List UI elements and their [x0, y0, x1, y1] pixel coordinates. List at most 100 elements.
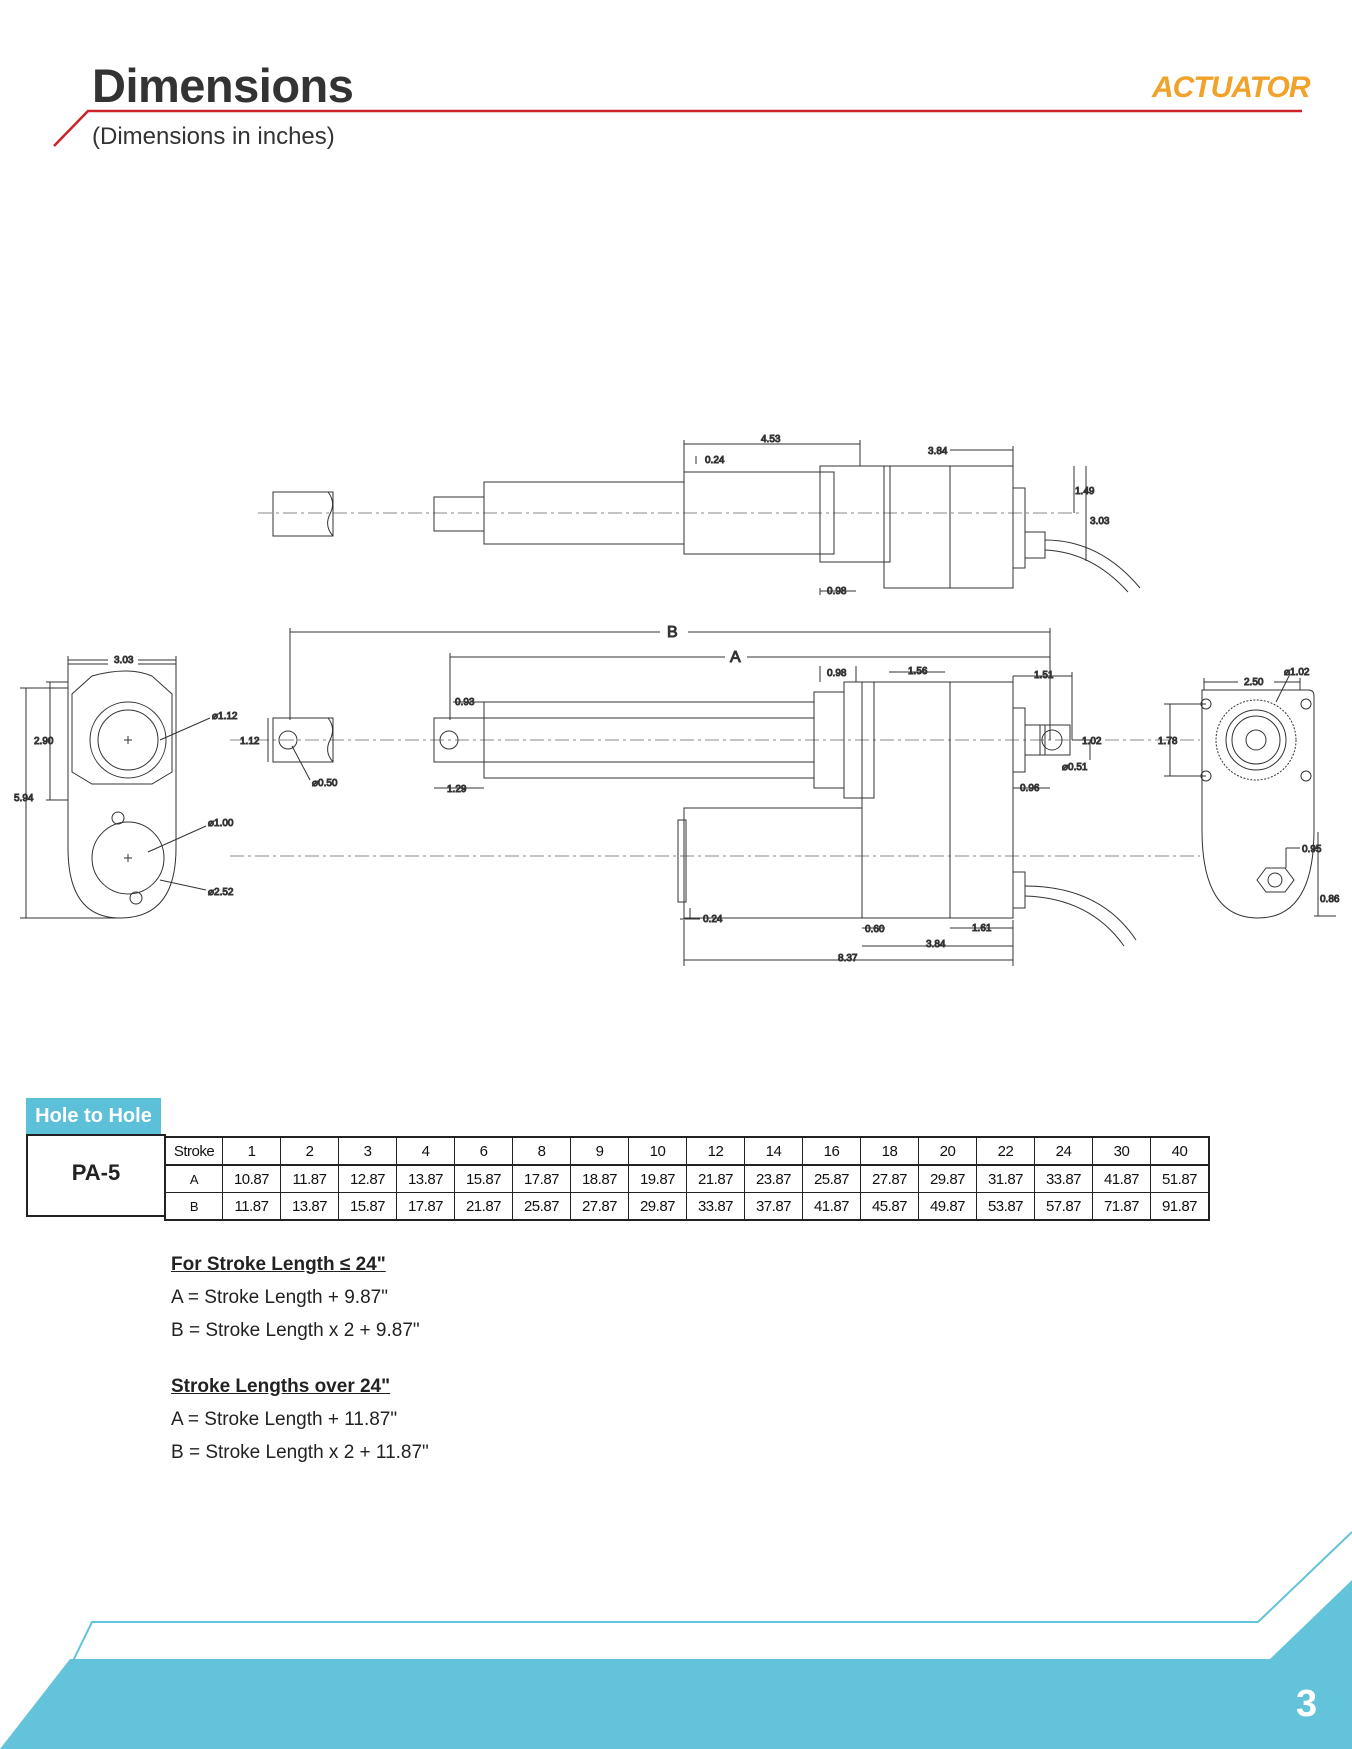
model-label: PA-5	[71, 1160, 121, 1185]
table-cell: 51.87	[1150, 1164, 1210, 1193]
dim-1-51: 1.51	[1034, 670, 1054, 681]
formula-long-title: Stroke Lengths over 24"	[171, 1376, 391, 1397]
table-cell: 40	[1150, 1136, 1210, 1166]
footer-band	[0, 1531, 1352, 1749]
dim-3-03-end: 3.03	[114, 655, 134, 666]
dim-102-dia: ⌀1.02	[1284, 667, 1310, 678]
dim-100-dia: ⌀1.00	[208, 818, 234, 829]
table-cell: 18	[860, 1136, 919, 1166]
formula-long-b: B = Stroke Length x 2 + 11.87"	[171, 1442, 429, 1463]
table-cell: 25.87	[802, 1164, 861, 1193]
dim-2-90: 2.90	[34, 736, 54, 747]
table-cell: 12.87	[338, 1164, 397, 1193]
table-cell: 3	[338, 1136, 397, 1166]
dim-0-50: ⌀0.50	[312, 778, 338, 789]
right-end-view: 2.50 ⌀1.02 1.78 0.95 0.86	[1158, 667, 1340, 919]
dim-1-02: 1.02	[1082, 736, 1102, 747]
table-cell: 41.87	[1092, 1164, 1151, 1193]
table-cell: 25.87	[512, 1192, 571, 1221]
table-cell: 57.87	[1034, 1192, 1093, 1221]
dim-3-03-side: 3.03	[1090, 516, 1110, 527]
page-subtitle: (Dimensions in inches)	[92, 123, 335, 150]
dim-b-label: B	[667, 624, 678, 641]
table-cell: 2	[280, 1136, 339, 1166]
formula-short-title: For Stroke Length ≤ 24"	[171, 1254, 386, 1275]
table-cell: 4	[396, 1136, 455, 1166]
dim-a-label: A	[730, 649, 741, 666]
dim-0-98-bottom: 0.98	[827, 586, 847, 597]
table-cell: 91.87	[1150, 1192, 1210, 1221]
formula-short-b: B = Stroke Length x 2 + 9.87"	[171, 1320, 420, 1341]
dim-0-93: 0.93	[455, 697, 475, 708]
dim-112-dia: ⌀1.12	[212, 711, 238, 722]
dim-5-94: 5.94	[14, 793, 34, 804]
dim-252-dia: ⌀2.52	[208, 887, 234, 898]
table-cell: 49.87	[918, 1192, 977, 1221]
dim-2-50: 2.50	[1244, 677, 1264, 688]
dim-0-24-top: 0.24	[705, 455, 725, 466]
dim-0-51: ⌀0.51	[1062, 762, 1088, 773]
dim-0-60: 0.60	[865, 924, 885, 935]
top-view: 4.53 0.24 3.84 1.49 3.03 0.98	[258, 434, 1141, 598]
dim-3-84-top: 3.84	[928, 446, 948, 457]
table-cell: 31.87	[976, 1164, 1035, 1193]
table-cell: 22	[976, 1136, 1035, 1166]
table-cell: 37.87	[744, 1192, 803, 1221]
table-cell: 6	[454, 1136, 513, 1166]
table-cell: 45.87	[860, 1192, 919, 1221]
table-cell: 23.87	[744, 1164, 803, 1193]
formula-long-block: Stroke Lengths over 24" A = Stroke Lengt…	[171, 1370, 429, 1469]
table-cell: 33.87	[1034, 1164, 1093, 1193]
table-cell: 11.87	[280, 1164, 339, 1193]
table-cell: 29.87	[628, 1192, 687, 1221]
formula-short-block: For Stroke Length ≤ 24" A = Stroke Lengt…	[171, 1248, 420, 1347]
dim-0-98-mid: 0.98	[827, 668, 847, 679]
page-title: Dimensions	[92, 59, 354, 112]
header-rule	[53, 109, 1302, 147]
left-end-view: 3.03 2.90 5.94 ⌀1.12 ⌀1.00 ⌀2.52	[14, 653, 238, 919]
table-cell: 8	[512, 1136, 571, 1166]
formula-short-a: A = Stroke Length + 9.87"	[171, 1287, 388, 1308]
table-cell: 30	[1092, 1136, 1151, 1166]
dim-3-84-low: 3.84	[926, 939, 946, 950]
table-cell: 1	[222, 1136, 281, 1166]
side-view: B A	[230, 623, 1200, 966]
table-cell: 11.87	[222, 1192, 281, 1221]
dim-1-12-left: 1.12	[240, 736, 260, 747]
dim-0-86: 0.86	[1320, 894, 1340, 905]
row-label: B	[164, 1192, 223, 1221]
dimension-drawing: 4.53 0.24 3.84 1.49 3.03 0.98 B A	[14, 434, 1340, 966]
table-cell: 18.87	[570, 1164, 629, 1193]
dim-1-49: 1.49	[1075, 486, 1095, 497]
table-cell: 17.87	[396, 1192, 455, 1221]
table-cell: 9	[570, 1136, 629, 1166]
dim-0-24-low: 0.24	[703, 914, 723, 925]
table-cell: 41.87	[802, 1192, 861, 1221]
hole-to-hole-tab: Hole to Hole	[26, 1098, 161, 1134]
dim-4-53: 4.53	[761, 434, 781, 445]
dim-0-96: 0.96	[1020, 783, 1040, 794]
row-label: Stroke	[164, 1136, 223, 1166]
dim-1-78: 1.78	[1158, 736, 1178, 747]
table-cell: 24	[1034, 1136, 1093, 1166]
model-box	[26, 1134, 166, 1217]
table-cell: 14	[744, 1136, 803, 1166]
table-cell: 17.87	[512, 1164, 571, 1193]
dim-1-56: 1.56	[908, 666, 928, 677]
table-cell: 29.87	[918, 1164, 977, 1193]
table-cell: 21.87	[454, 1192, 513, 1221]
dim-0-95: 0.95	[1302, 844, 1322, 855]
table-cell: 12	[686, 1136, 745, 1166]
table-cell: 21.87	[686, 1164, 745, 1193]
table-cell: 20	[918, 1136, 977, 1166]
table-cell: 10.87	[222, 1164, 281, 1193]
dim-1-61: 1.61	[972, 923, 992, 934]
table-cell: 13.87	[280, 1192, 339, 1221]
row-label: A	[164, 1164, 223, 1193]
table-cell: 15.87	[454, 1164, 513, 1193]
table-cell: 71.87	[1092, 1192, 1151, 1221]
table-cell: 27.87	[860, 1164, 919, 1193]
